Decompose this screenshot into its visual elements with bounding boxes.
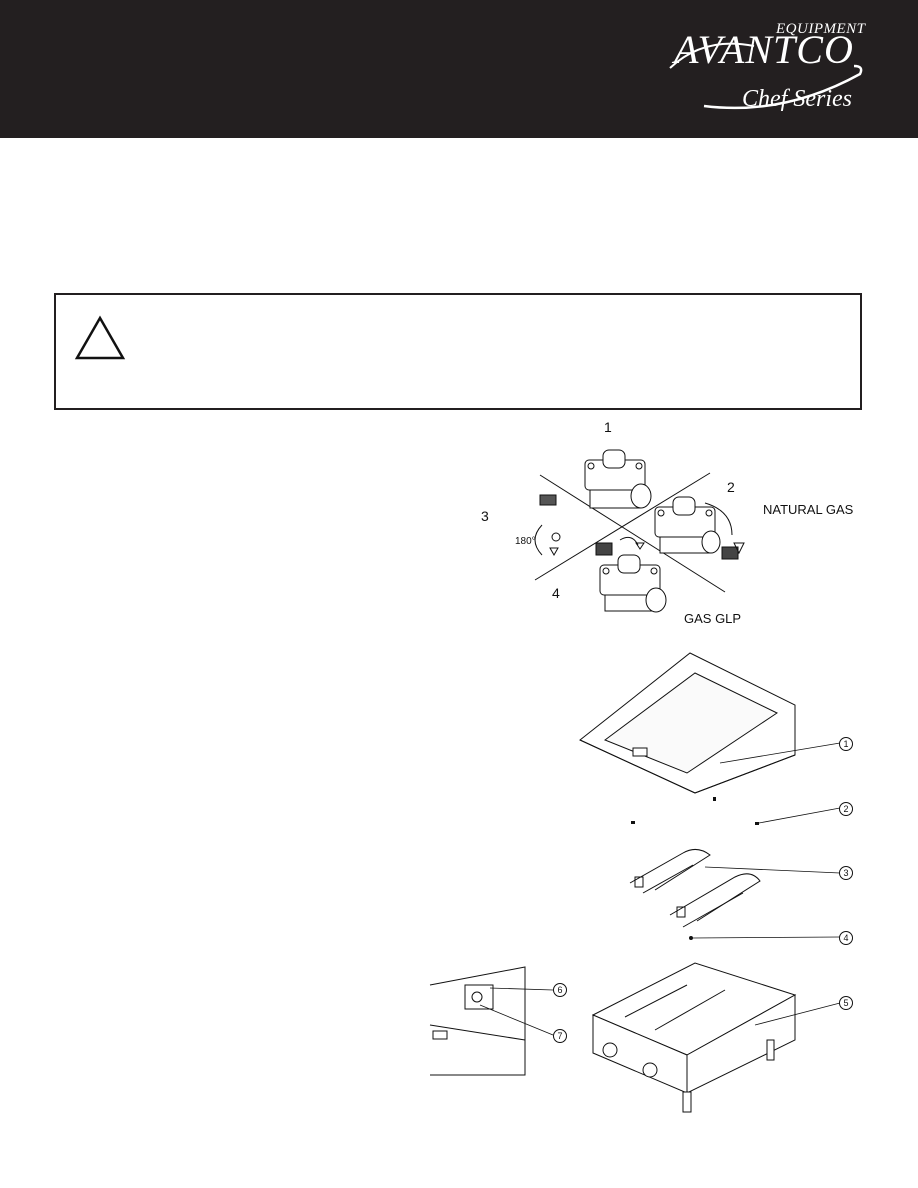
regulator-diagram xyxy=(534,449,745,613)
rotation-label: 180° xyxy=(515,536,536,547)
griddle-plate xyxy=(579,652,796,794)
position-2-label: 2 xyxy=(727,479,735,495)
natural-gas-label: NATURAL GAS xyxy=(763,502,854,517)
header-bar: EQUIPMENT AVANTCO Chef Series xyxy=(0,0,918,138)
position-3-label: 3 xyxy=(481,508,489,524)
exploded-griddle-figure: 1 2 3 4 5 6 7 xyxy=(425,645,865,1120)
warning-box xyxy=(54,293,862,410)
logo-equipment-text: EQUIPMENT xyxy=(776,21,866,37)
warning-triangle-icon xyxy=(74,315,126,360)
griddle-base xyxy=(591,962,797,1113)
avantco-logo: EQUIPMENT AVANTCO Chef Series xyxy=(664,16,874,122)
burners xyxy=(629,849,761,928)
callout-5: 5 xyxy=(839,996,853,1010)
cap-4 xyxy=(595,542,613,556)
cap-3 xyxy=(539,494,561,542)
position-4-label: 4 xyxy=(552,585,560,601)
logo-brand-text: AVANTCO xyxy=(674,27,854,72)
callout-1: 1 xyxy=(839,737,853,751)
regulator-4 xyxy=(599,554,667,613)
callout-3: 3 xyxy=(839,866,853,880)
regulator-1 xyxy=(584,449,652,509)
regulator-rotation-figure: 1 2 3 4 180° NATURAL GAS GAS GLP xyxy=(470,415,890,630)
cap-2 xyxy=(721,546,739,560)
gas-glp-label: GAS GLP xyxy=(684,611,742,626)
griddle-exploded-diagram xyxy=(429,652,841,1113)
callout-7: 7 xyxy=(553,1029,567,1043)
callout-4: 4 xyxy=(839,931,853,945)
callout-2: 2 xyxy=(839,802,853,816)
logo-swoosh-icon xyxy=(669,42,863,110)
position-1-label: 1 xyxy=(604,419,612,435)
callout-6: 6 xyxy=(553,983,567,997)
detail-inset xyxy=(429,966,526,1076)
regulator-2 xyxy=(654,496,721,554)
logo-series-text: Chef Series xyxy=(742,86,852,112)
